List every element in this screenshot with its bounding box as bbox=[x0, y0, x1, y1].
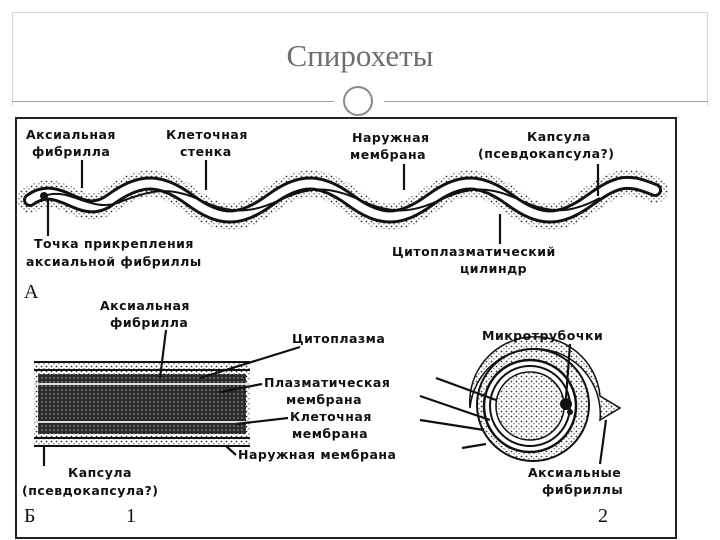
label-axial-fibril: Аксиальная bbox=[26, 127, 116, 142]
svg-text:(псевдокапсула?): (псевдокапсула?) bbox=[22, 483, 159, 498]
slide-frame bbox=[12, 12, 708, 106]
svg-text:стенка: стенка bbox=[180, 144, 232, 159]
label-cytoplasmic-cylinder: Цитоплазматический bbox=[392, 244, 556, 259]
panel-b-number-2: 2 bbox=[598, 505, 608, 527]
svg-text:мембрана: мембрана bbox=[292, 426, 368, 441]
label-capsule: Капсула bbox=[527, 129, 591, 144]
label-b-capsule: Капсула bbox=[68, 465, 132, 480]
svg-text:цилиндр: цилиндр bbox=[460, 261, 527, 276]
panel-b1-leaders bbox=[42, 329, 301, 466]
label-b-outer-membrane: Наружная мембрана bbox=[238, 447, 396, 462]
svg-text:мембрана: мембрана bbox=[350, 147, 426, 162]
divider-ring-icon bbox=[343, 86, 373, 116]
svg-text:фибрилла: фибрилла bbox=[110, 315, 188, 330]
attachment-point bbox=[40, 192, 48, 200]
label-cell-wall: Клеточная bbox=[166, 127, 248, 142]
slide-title: Спирохеты bbox=[286, 38, 434, 73]
label-b-axial-fibril: Аксиальная bbox=[100, 298, 190, 313]
title-divider-right bbox=[384, 101, 708, 102]
label-cytoplasm: Цитоплазма bbox=[292, 331, 385, 346]
panel-b2-leaders bbox=[419, 343, 608, 465]
cross-section bbox=[468, 336, 622, 462]
panel-b-number-1: 1 bbox=[126, 505, 136, 527]
spiral-cell bbox=[17, 169, 668, 230]
panel-a-leaders bbox=[46, 160, 600, 244]
label-plasma-membrane: Плазматическая bbox=[264, 375, 390, 390]
svg-text:фибриллы: фибриллы bbox=[542, 482, 623, 497]
svg-text:мембрана: мембрана bbox=[286, 392, 362, 407]
svg-text:(псевдокапсула?): (псевдокапсула?) bbox=[478, 146, 615, 161]
longitudinal-section bbox=[34, 361, 250, 447]
title-divider-left bbox=[12, 101, 334, 102]
panel-b-letter: Б bbox=[24, 505, 35, 527]
label-microtubules: Микротрубочки bbox=[482, 328, 603, 343]
svg-text:фибрилла: фибрилла bbox=[32, 144, 110, 159]
figure-border bbox=[15, 117, 677, 539]
label-outer-membrane: Наружная bbox=[352, 130, 430, 145]
microtubule-marker bbox=[560, 398, 572, 410]
label-attachment-point: Точка прикрепления bbox=[34, 236, 194, 251]
label-axial-fibrils: Аксиальные bbox=[528, 465, 621, 480]
panel-a-letter: А bbox=[24, 281, 39, 303]
label-cell-membrane: Клеточная bbox=[290, 409, 372, 424]
svg-text:аксиальной фибриллы: аксиальной фибриллы bbox=[26, 254, 202, 269]
